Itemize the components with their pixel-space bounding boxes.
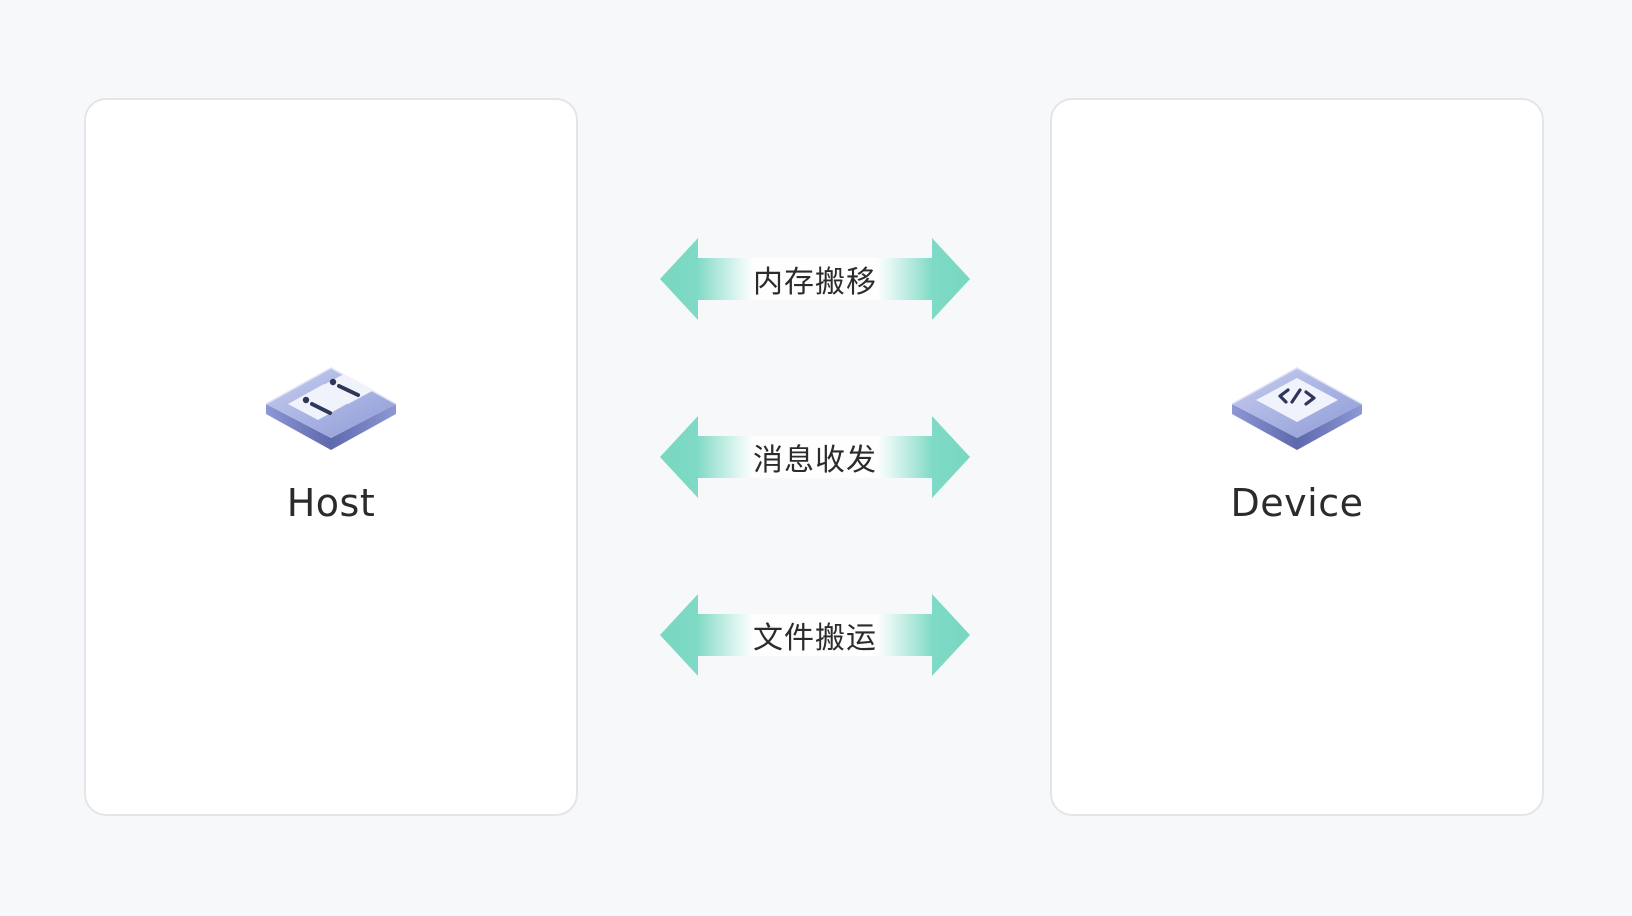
server-icon bbox=[265, 367, 397, 450]
device-node: Device bbox=[1052, 358, 1542, 522]
channel-label: 文件搬运 bbox=[753, 621, 877, 656]
host-label: Host bbox=[286, 481, 376, 525]
double-arrow-icon bbox=[660, 416, 970, 498]
host-panel: Host bbox=[84, 98, 578, 816]
channel-memory-transfer: 内存搬移 bbox=[660, 238, 970, 320]
device-label: Device bbox=[1230, 481, 1364, 525]
double-arrow-icon bbox=[660, 594, 970, 676]
channel-file-transfer: 文件搬运 bbox=[660, 594, 970, 676]
channel-label: 内存搬移 bbox=[753, 265, 877, 300]
device-panel: Device bbox=[1050, 98, 1544, 816]
channel-label: 消息收发 bbox=[753, 443, 877, 478]
channel-message-exchange: 消息收发 bbox=[660, 416, 970, 498]
host-node: Host bbox=[86, 358, 576, 522]
double-arrow-icon bbox=[660, 238, 970, 320]
code-chip-icon bbox=[1231, 367, 1363, 450]
